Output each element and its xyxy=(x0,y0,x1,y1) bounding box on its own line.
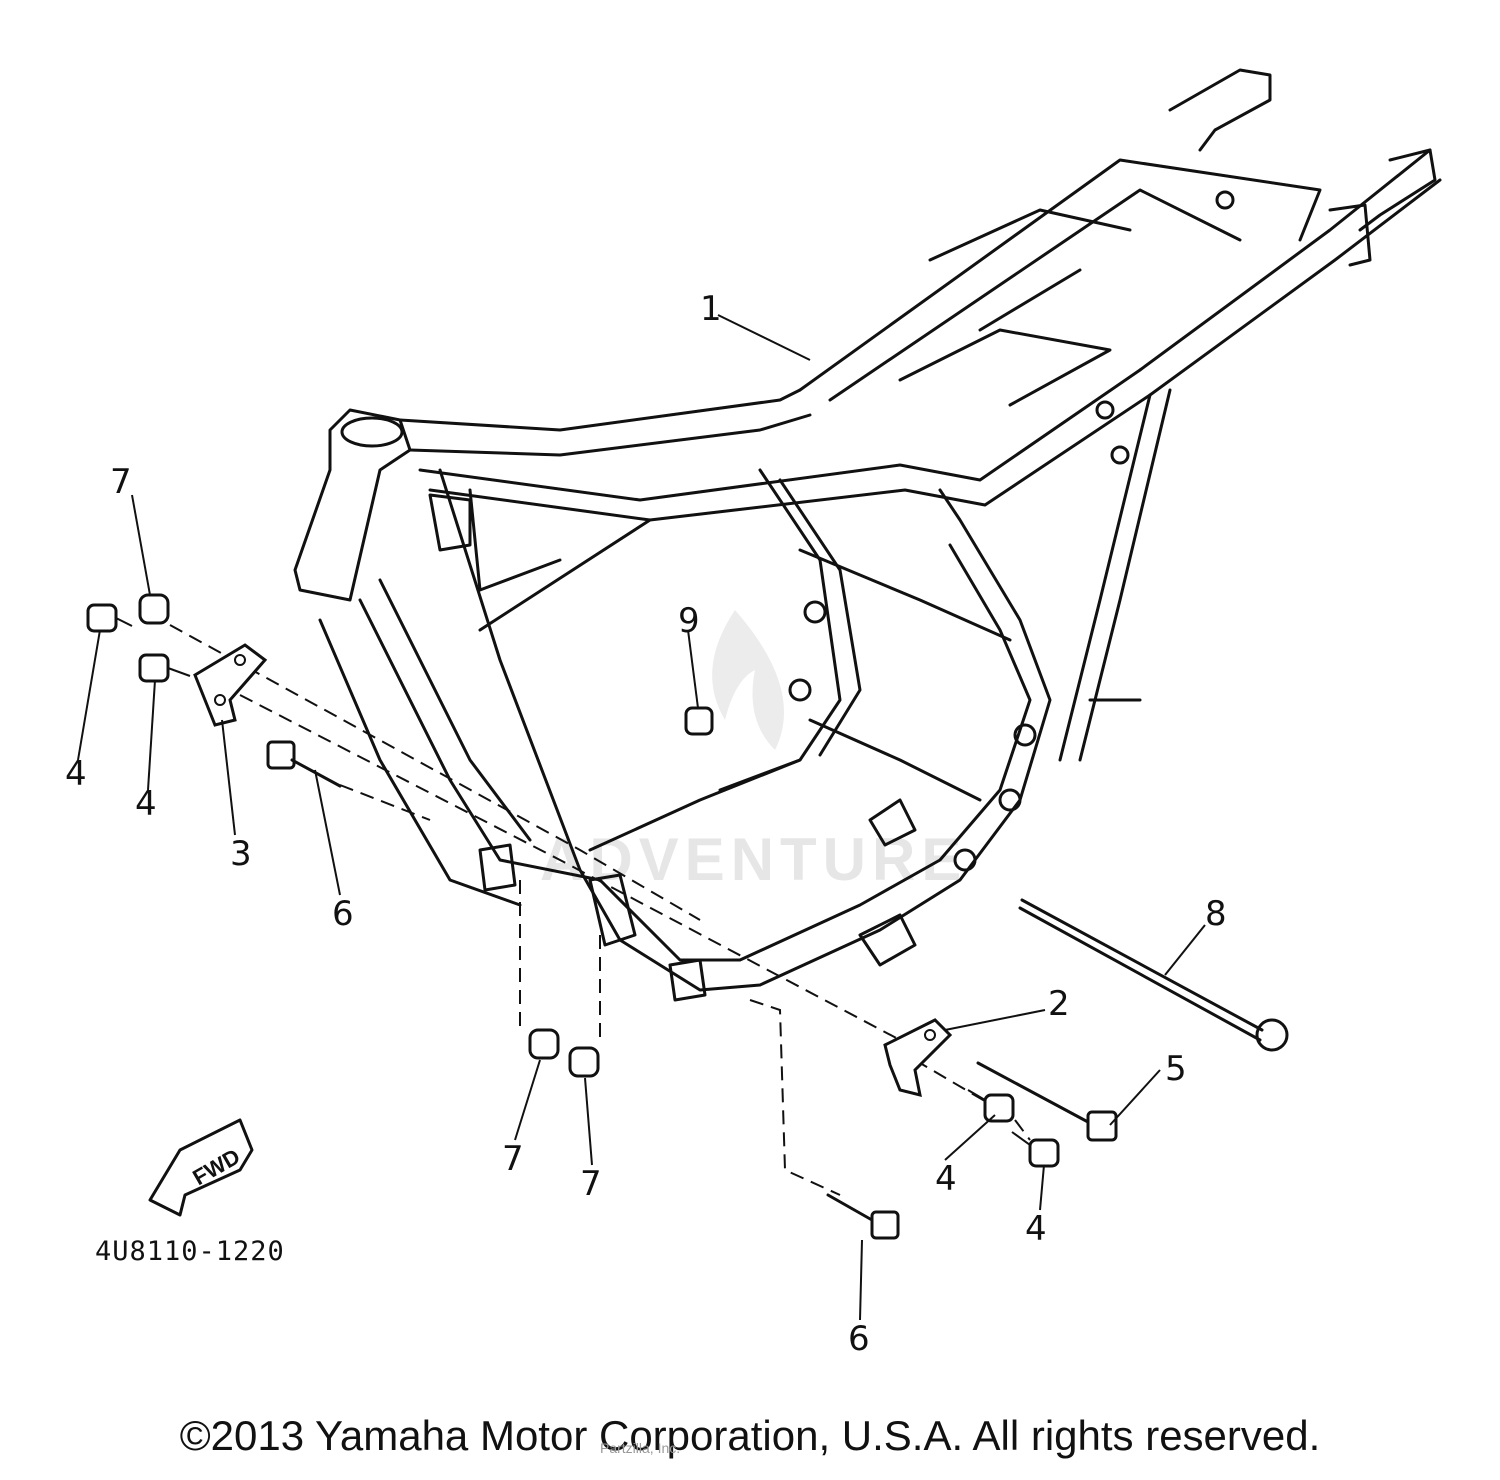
collar-7-top xyxy=(138,593,170,625)
watermark: ADVENTURE xyxy=(540,610,967,893)
diagram-part-code: 4U8110-1220 xyxy=(95,1236,285,1267)
callouts: 1 2 3 4 4 4 4 5 6 6 7 7 7 8 9 xyxy=(65,289,1227,1359)
hardware-parts xyxy=(86,593,1289,1240)
callout-8: 8 xyxy=(1205,894,1227,934)
callout-4-left: 4 xyxy=(135,784,157,824)
nut-4-right xyxy=(983,1093,1015,1123)
motorcycle-frame xyxy=(293,68,1442,1002)
collar-7-a xyxy=(528,1028,560,1060)
nut-9 xyxy=(684,706,714,736)
callout-1: 1 xyxy=(700,289,722,329)
fwd-label: FWD xyxy=(188,1144,244,1191)
bolt-6-left-head xyxy=(266,740,296,770)
callout-2: 2 xyxy=(1048,984,1070,1024)
watermark-credit: Partzilla, Inc. xyxy=(600,1440,681,1456)
engine-bracket-3 xyxy=(193,643,268,727)
callout-6-left: 6 xyxy=(332,894,354,934)
engine-bracket-2 xyxy=(883,1018,953,1098)
watermark-text: ADVENTURE xyxy=(540,826,967,893)
callout-6-bottom: 6 xyxy=(848,1319,870,1359)
bolt-6-lower-head xyxy=(870,1210,900,1240)
nut-4-lower-right xyxy=(1028,1138,1060,1168)
nut-4-upper-left xyxy=(86,603,118,633)
callout-9: 9 xyxy=(678,601,700,641)
copyright-notice: ©2013 Yamaha Motor Corporation, U.S.A. A… xyxy=(179,1412,1321,1459)
callout-5: 5 xyxy=(1165,1049,1187,1089)
bolt-5-head xyxy=(1086,1110,1118,1142)
callout-3: 3 xyxy=(230,834,252,874)
forward-indicator: FWD xyxy=(148,1118,254,1217)
leader-lines xyxy=(77,314,1206,1321)
frame-exploded-diagram: ADVENTURE xyxy=(65,68,1442,1359)
callout-7-top: 7 xyxy=(110,462,132,502)
callout-4-far-left: 4 xyxy=(65,754,87,794)
nut-4-left xyxy=(138,653,170,683)
bolt-8-head xyxy=(1255,1018,1289,1052)
assembly-lines xyxy=(169,624,1031,1196)
callout-4-right: 4 xyxy=(935,1159,957,1199)
callout-4-lower-right: 4 xyxy=(1025,1209,1047,1249)
callout-7-center-right: 7 xyxy=(580,1164,602,1204)
collar-7-b xyxy=(568,1046,600,1078)
callout-7-center-left: 7 xyxy=(502,1139,524,1179)
